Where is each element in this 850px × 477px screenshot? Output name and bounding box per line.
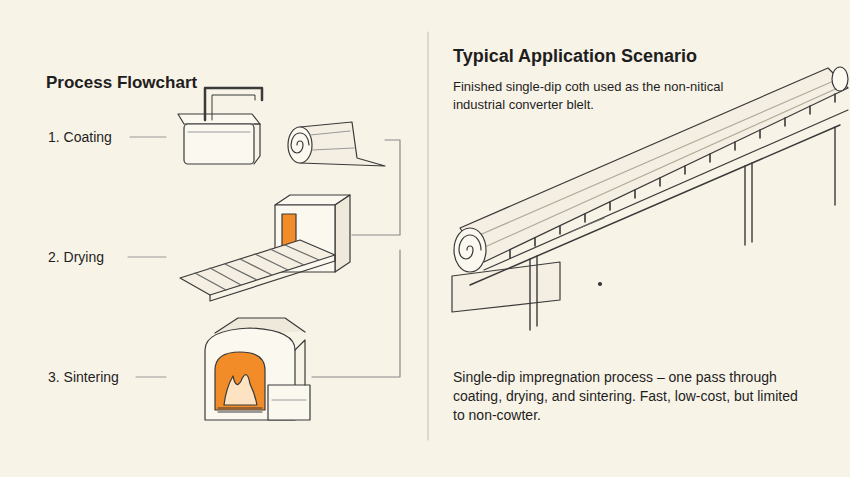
- coating-tank-part: [254, 124, 260, 164]
- sintering-furnace-part: [272, 399, 306, 400]
- flow-bracket-lines-part: [352, 140, 400, 235]
- section-heading: Process Flowchart: [46, 73, 346, 93]
- leader-lines-part: [128, 256, 166, 257]
- divider: [427, 32, 428, 440]
- sintering-furnace-part: [218, 408, 262, 412]
- coating-tank-part: [178, 114, 260, 124]
- sintering-furnace-part: [215, 352, 265, 410]
- conveyor-belt-part: [570, 218, 604, 232]
- cloth-roll-part: [310, 131, 350, 135]
- leader-lines: [128, 137, 166, 377]
- coating-tank-part: [205, 88, 262, 120]
- leader-lines-part: [136, 376, 166, 377]
- conveyor-belt: [452, 67, 848, 330]
- cloth-roll-part: [300, 122, 385, 166]
- step-label: 2. Drying: [48, 248, 128, 266]
- drying-oven: [180, 195, 350, 301]
- cloth-roll: [288, 122, 385, 166]
- conveyor-belt-part: [454, 228, 486, 272]
- cloth-roll-part: [291, 133, 309, 153]
- sintering-furnace-part: [295, 340, 305, 385]
- description-note: Finished single-dip coth used as the non…: [453, 78, 778, 114]
- cloth-roll-part: [288, 127, 312, 163]
- step-label: 1. Coating: [48, 128, 128, 146]
- drying-oven-part: [210, 255, 335, 301]
- section-heading: Typical Application Scenario: [453, 45, 833, 67]
- conveyor-belt-part: [832, 67, 848, 91]
- coating-tank-part: [212, 95, 255, 120]
- sintering-furnace-part: [268, 385, 310, 420]
- drying-oven-part: [335, 195, 350, 272]
- step-label: 3. Sintering: [48, 368, 138, 386]
- coating-tank: [178, 88, 262, 164]
- coating-tank-part: [188, 131, 250, 132]
- drying-oven-part: [195, 245, 319, 290]
- conveyor-belt-part: [484, 110, 848, 270]
- cloth-roll-part: [312, 148, 354, 150]
- summary-note: Single-dip impregnation process – one pa…: [453, 368, 808, 425]
- conveyor-belt-part: [599, 283, 602, 286]
- coating-tank-part: [184, 124, 254, 164]
- conveyor-belt-part: [459, 235, 481, 259]
- sintering-furnace: [205, 318, 310, 420]
- conveyor-belt-part: [510, 94, 835, 258]
- drying-oven-part: [180, 240, 335, 295]
- leader-lines-part: [130, 136, 166, 137]
- sintering-furnace-part: [224, 375, 257, 405]
